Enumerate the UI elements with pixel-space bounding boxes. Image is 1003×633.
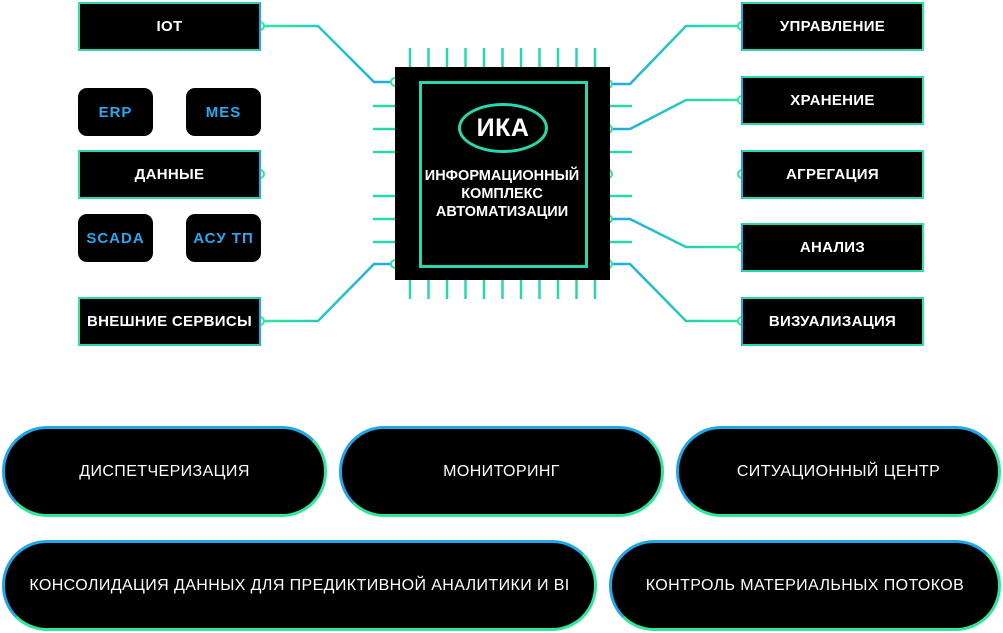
node-iot-label: IOT (156, 18, 183, 35)
chip-body (395, 67, 610, 280)
node-visualization-label: ВИЗУАЛИЗАЦИЯ (768, 313, 897, 330)
solution-situation-center[interactable]: СИТУАЦИОННЫЙ ЦЕНТР (676, 426, 1001, 517)
chip-name-line-2: КОМПЛЕКС (461, 186, 543, 202)
node-external-services[interactable]: ВНЕШНИЕ СЕРВИСЫ (78, 297, 261, 346)
wire-iot (260, 24, 395, 84)
node-storage-label: ХРАНЕНИЕ (790, 92, 875, 109)
system-erp[interactable]: ERP (78, 88, 153, 136)
wire-analysis (608, 217, 742, 249)
chip-core (419, 81, 588, 268)
system-asu-tp-label: АСУ ТП (193, 229, 254, 247)
wire-control (608, 24, 742, 86)
node-data-label: ДАННЫЕ (134, 166, 205, 183)
node-control[interactable]: УПРАВЛЕНИЕ (741, 2, 924, 51)
chip-name-line-1: ИНФОРМАЦИОННЫЙ (424, 168, 580, 184)
solution-data-consolidation[interactable]: КОНСОЛИДАЦИЯ ДАННЫХ ДЛЯ ПРЕДИКТИВНОЙ АНА… (2, 540, 597, 631)
chip-pins-left (373, 104, 395, 244)
chip-pins-bottom (408, 280, 597, 299)
chip-pins-right (610, 104, 632, 244)
node-external-services-label: ВНЕШНИЕ СЕРВИСЫ (86, 313, 252, 330)
solution-monitoring-label: МОНИТОРИНГ (443, 462, 560, 480)
system-mes-label: MES (205, 103, 242, 121)
node-visualization[interactable]: ВИЗУАЛИЗАЦИЯ (741, 297, 924, 346)
solution-situation-center-label: СИТУАЦИОННЫЙ ЦЕНТР (736, 462, 941, 480)
node-storage[interactable]: ХРАНЕНИЕ (741, 76, 924, 125)
chip-name-line-3: АВТОМАТИЗАЦИИ (435, 204, 569, 220)
solution-material-flow-control[interactable]: КОНТРОЛЬ МАТЕРИАЛЬНЫХ ПОТОКОВ (609, 540, 1001, 631)
system-asu-tp[interactable]: АСУ ТП (186, 214, 261, 262)
node-aggregation[interactable]: АГРЕГАЦИЯ (741, 150, 924, 199)
solution-dispatching[interactable]: ДИСПЕТЧЕРИЗАЦИЯ (2, 426, 327, 517)
chip-full-name: ИНФОРМАЦИОННЫЙ КОМПЛЕКС АВТОМАТИЗАЦИИ (412, 167, 592, 221)
node-analysis[interactable]: АНАЛИЗ (741, 223, 924, 272)
solution-data-consolidation-label: КОНСОЛИДАЦИЯ ДАННЫХ ДЛЯ ПРЕДИКТИВНОЙ АНА… (29, 576, 570, 594)
node-aggregation-label: АГРЕГАЦИЯ (786, 166, 879, 183)
wire-external (260, 262, 395, 323)
chip-short-name: ИКА (458, 103, 548, 153)
node-data[interactable]: ДАННЫЕ (78, 150, 261, 199)
solution-monitoring[interactable]: МОНИТОРИНГ (339, 426, 664, 517)
wire-storage (608, 98, 742, 131)
node-control-label: УПРАВЛЕНИЕ (779, 18, 886, 35)
node-iot[interactable]: IOT (78, 2, 261, 51)
solution-material-flow-control-label: КОНТРОЛЬ МАТЕРИАЛЬНЫХ ПОТОКОВ (645, 576, 965, 594)
system-scada[interactable]: SCADA (78, 214, 153, 262)
wire-visualization (608, 262, 742, 323)
system-erp-label: ERP (98, 103, 133, 121)
chip-pins-top (408, 48, 597, 67)
system-scada-label: SCADA (86, 229, 145, 247)
system-mes[interactable]: MES (186, 88, 261, 136)
node-analysis-label: АНАЛИЗ (799, 239, 866, 256)
solution-dispatching-label: ДИСПЕТЧЕРИЗАЦИЯ (79, 462, 250, 480)
